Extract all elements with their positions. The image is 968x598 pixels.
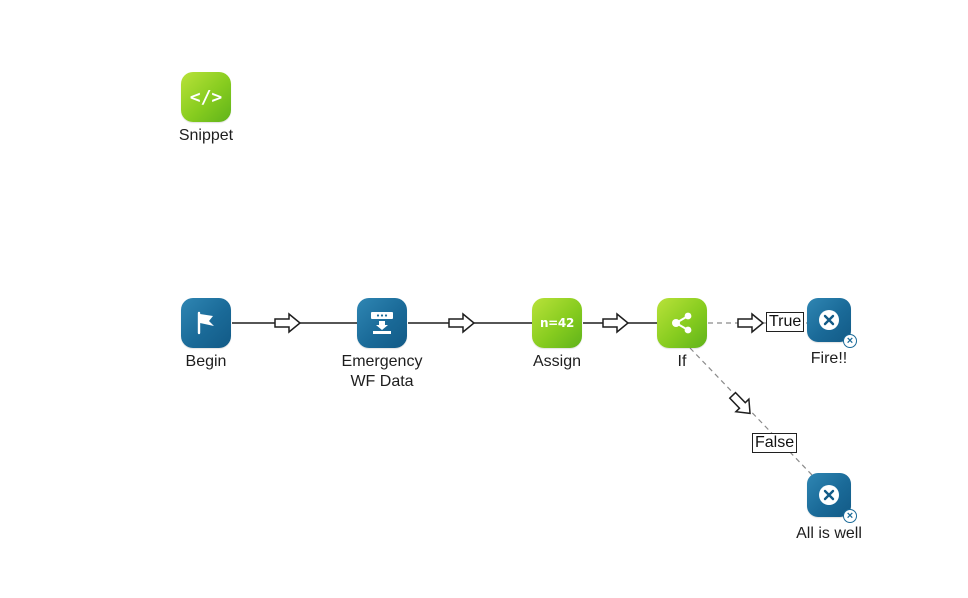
node-label-line2: WF Data bbox=[350, 373, 414, 390]
node-label-line1: Emergency bbox=[341, 353, 423, 370]
arrow-icon bbox=[728, 391, 751, 415]
terminate-icon: × bbox=[807, 298, 857, 348]
terminate-icon: × bbox=[807, 473, 857, 523]
node-label: Assign bbox=[532, 353, 582, 370]
arrow-icon bbox=[274, 312, 302, 334]
edge-label-false[interactable]: False bbox=[752, 433, 798, 453]
edge-label-true[interactable]: True bbox=[766, 312, 805, 332]
node-label: Emergency WF Data bbox=[327, 352, 437, 392]
node-label: If bbox=[677, 353, 687, 370]
assign-icon: n=42 bbox=[532, 298, 582, 348]
arrow-icon bbox=[737, 312, 765, 334]
assign-icon-text: n=42 bbox=[539, 316, 575, 330]
node-all-is-well[interactable]: × All is well bbox=[774, 473, 884, 544]
branch-icon bbox=[657, 298, 707, 348]
arrow-icon bbox=[448, 312, 476, 334]
node-emergency-wf-data[interactable]: Emergency WF Data bbox=[327, 298, 437, 392]
remove-badge-icon: × bbox=[843, 509, 857, 523]
node-assign[interactable]: n=42 Assign bbox=[502, 298, 612, 372]
node-label: Begin bbox=[185, 353, 227, 370]
node-label: Fire!! bbox=[810, 350, 848, 367]
code-icon: </> bbox=[181, 72, 231, 122]
node-label: Snippet bbox=[178, 127, 234, 144]
node-label: All is well bbox=[796, 525, 862, 542]
node-begin[interactable]: Begin bbox=[151, 298, 261, 372]
node-fire[interactable]: × Fire!! bbox=[774, 298, 884, 369]
node-snippet[interactable]: </> Snippet bbox=[151, 72, 261, 146]
remove-badge-icon: × bbox=[843, 334, 857, 348]
arrow-icon bbox=[602, 312, 630, 334]
node-if[interactable]: If bbox=[627, 298, 737, 372]
data-download-icon bbox=[357, 298, 407, 348]
connector-if-allwell bbox=[689, 347, 813, 476]
flag-icon bbox=[181, 298, 231, 348]
